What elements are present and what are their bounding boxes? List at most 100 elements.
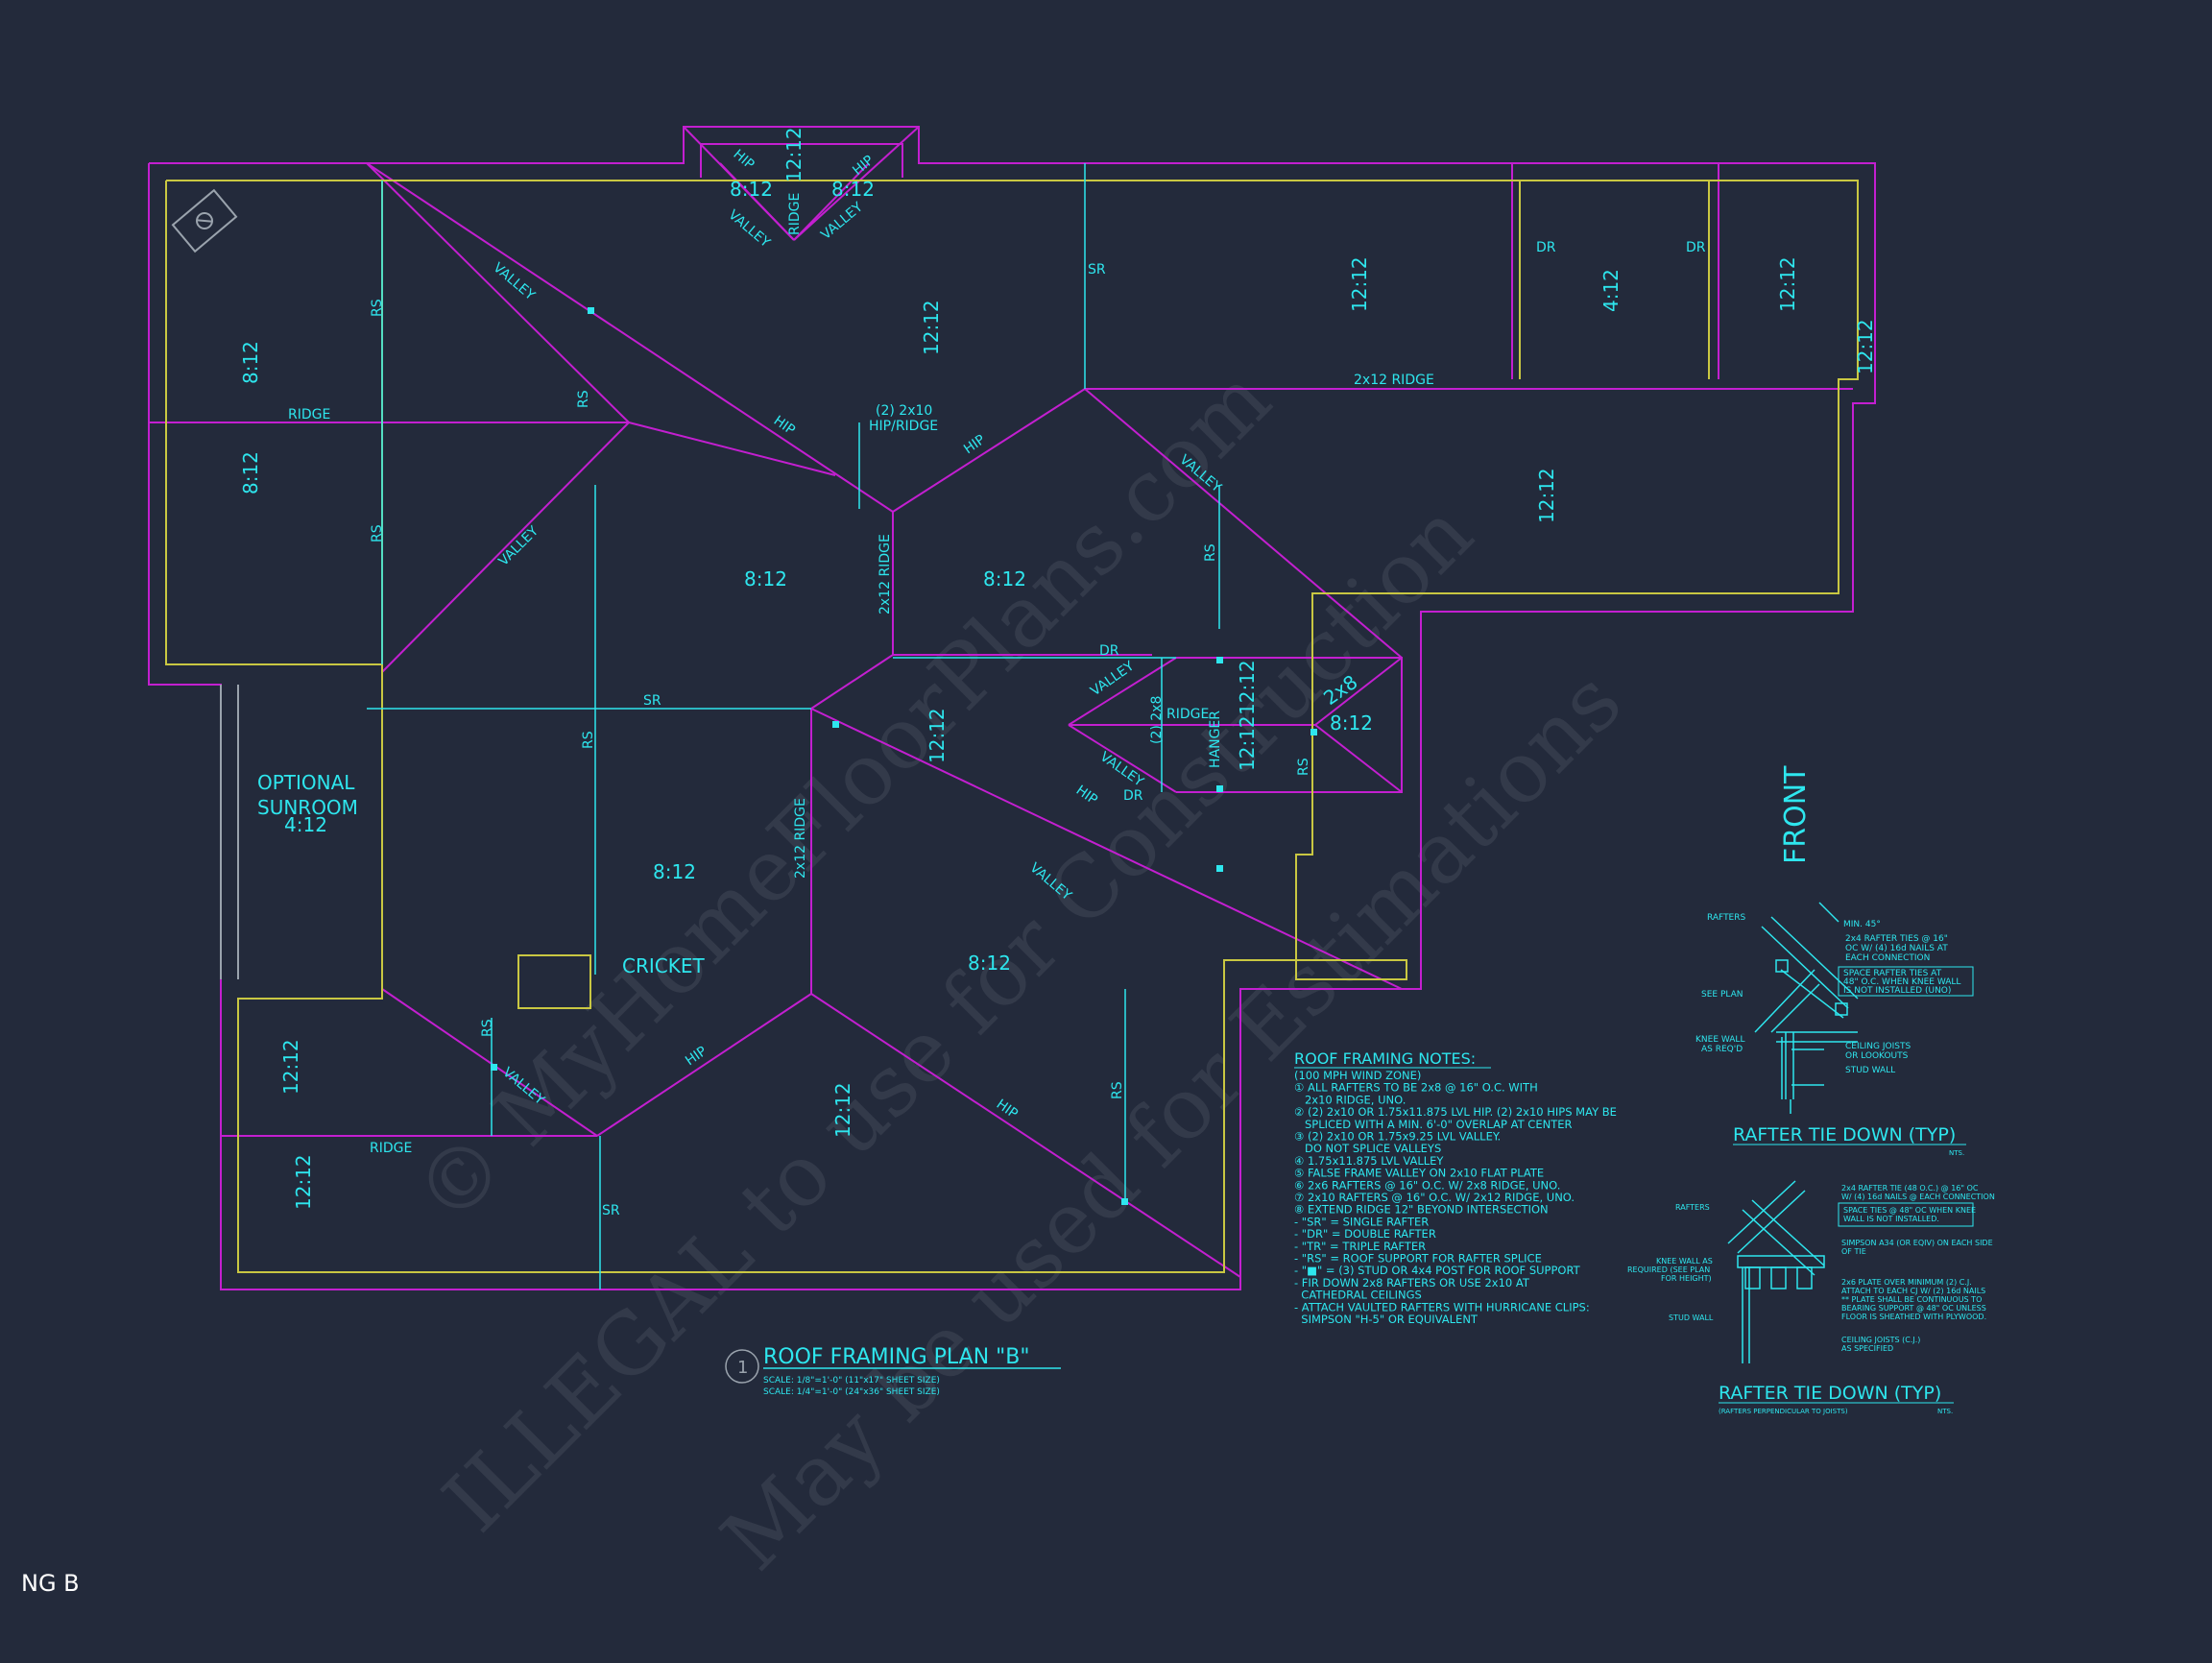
d2-knee-3: FOR HEIGHT) xyxy=(1661,1274,1712,1283)
notes-line: ⑧ EXTEND RIDGE 12" BEYOND INTERSECTION xyxy=(1294,1203,1549,1217)
valley-right xyxy=(1084,388,1403,659)
pitch: 8:12 xyxy=(968,952,1011,975)
pitch: 12:12 xyxy=(1776,256,1799,312)
notes-line: - "RS" = ROOF SUPPORT FOR RAFTER SPLICE xyxy=(1294,1252,1542,1265)
d1-rafters: RAFTERS xyxy=(1707,913,1746,923)
plan-scale-2: SCALE: 1/4"=1'-0" (24"x36" SHEET SIZE) xyxy=(763,1387,940,1397)
plan-title: ROOF FRAMING PLAN "B" xyxy=(763,1345,1030,1369)
sunroom-label-1: OPTIONAL xyxy=(257,771,355,794)
d2-plate-1: 2x6 PLATE OVER MINIMUM (2) C.J. xyxy=(1841,1278,1972,1287)
pitch: 12:12 xyxy=(1348,256,1371,312)
room-labels: OPTIONAL SUNROOM CRICKET xyxy=(257,771,705,977)
label-valley-2: VALLEY xyxy=(496,523,542,569)
pitch: 12:12 xyxy=(1535,468,1558,523)
pitch: 8:12 xyxy=(239,341,262,384)
pitch: 8:12 xyxy=(744,567,787,590)
label-valley-6: VALLEY xyxy=(1088,659,1138,700)
notes-line: ① ALL RAFTERS TO BE 2x8 @ 16" O.C. WITH xyxy=(1294,1081,1538,1095)
d2-plate-3: ** PLATE SHALL BE CONTINUOUS TO xyxy=(1841,1295,1982,1304)
label-rs-3: RS xyxy=(576,390,591,408)
d2-plate-5: FLOOR IS SHEATHED WITH PLYWOOD. xyxy=(1841,1313,1986,1321)
d1-see-plan: SEE PLAN xyxy=(1701,990,1743,1000)
sunroom-label-2: SUNROOM xyxy=(257,796,358,819)
roof-perimeter xyxy=(148,126,1876,1290)
d1-ties-3: EACH CONNECTION xyxy=(1845,953,1930,963)
d1-space-3: IS NOT INSTALLED (UNO) xyxy=(1843,986,1951,996)
pitch: 12:12 xyxy=(1236,660,1259,715)
pitch: 12:12 xyxy=(1236,715,1259,771)
d2-nts: NTS. xyxy=(1937,1408,1953,1415)
notes-line: - "SR" = SINGLE RAFTER xyxy=(1294,1215,1429,1228)
notes-line: ② (2) 2x10 OR 1.75x11.875 LVL HIP. (2) 2… xyxy=(1294,1105,1617,1119)
notes-line: ⑦ 2x10 RAFTERS @ 16" O.C. W/ 2x12 RIDGE,… xyxy=(1294,1191,1575,1204)
bay-hip-r xyxy=(793,126,920,241)
porch-hip-2 xyxy=(1314,724,1403,793)
label-rs-5: RS xyxy=(1203,543,1218,562)
hip-upper xyxy=(628,422,836,476)
plan-title-block: 1 ROOF FRAMING PLAN "B" SCALE: 1/8"=1'-0… xyxy=(725,1345,1061,1397)
detail-rafter-tie-1: RAFTERS MIN. 45° 2x4 RAFTER TIES @ 16" O… xyxy=(1695,902,1974,1157)
pitch: 12:12 xyxy=(926,708,949,763)
label-ridge-porch: RIDGE xyxy=(1166,707,1209,722)
framing-lines xyxy=(367,163,1220,1289)
label-dr-4: DR xyxy=(1686,240,1706,255)
label-hanger: HANGER xyxy=(1208,711,1223,768)
roof-outline xyxy=(148,126,1876,1290)
pitch: 12:12 xyxy=(920,300,943,355)
label-sr-bottom: SR xyxy=(602,1203,620,1218)
d2-space-2: WALL IS NOT INSTALLED. xyxy=(1843,1215,1939,1223)
pitch: 8:12 xyxy=(730,178,773,201)
d1-title: RAFTER TIE DOWN (TYP) xyxy=(1733,1124,1956,1145)
label-bay-hip-r: HIP xyxy=(850,153,877,179)
d2-plate-2: ATTACH TO EACH CJ W/ (2) 16d NAILS xyxy=(1841,1287,1985,1295)
label-bay-valley-r: VALLEY xyxy=(818,200,866,243)
d2-plate-4: BEARING SUPPORT @ 48" OC UNLESS xyxy=(1841,1304,1986,1313)
label-rs-7: RS xyxy=(480,1019,495,1037)
pitch: 8:12 xyxy=(653,860,696,883)
d2-ceiling-2: AS SPECIFIED xyxy=(1841,1344,1893,1353)
porch-valley-2 xyxy=(1068,724,1177,793)
label-2x12-ridge-v1: 2x12 RIDGE xyxy=(878,534,893,615)
valley-tl-2 xyxy=(381,422,630,673)
d1-knee-2: AS REQ'D xyxy=(1701,1045,1743,1054)
d1-knee-1: KNEE WALL xyxy=(1695,1035,1744,1045)
label-bay-valley-l: VALLEY xyxy=(725,207,773,251)
bay-valley-r xyxy=(793,162,870,241)
hip-lower-l xyxy=(596,993,812,1137)
pitch: 12:12 xyxy=(292,1154,315,1210)
d1-ceiling-2: OR LOOKOUTS xyxy=(1845,1051,1909,1061)
valley-tl xyxy=(366,162,630,423)
d2-knee-1: KNEE WALL AS xyxy=(1656,1257,1713,1265)
d2-simpson-1: SIMPSON A34 (OR EQIV) ON EACH SIDE xyxy=(1841,1239,1993,1247)
pitch: 4:12 xyxy=(284,813,327,836)
label-rs-8: RS xyxy=(1296,758,1311,776)
cricket-box xyxy=(517,954,591,1009)
sunroom-walls xyxy=(220,685,239,979)
d1-ties-2: OC W/ (4) 16d NAILS AT xyxy=(1845,944,1948,953)
pitch: 8:12 xyxy=(1330,711,1373,735)
ridge-center-hip xyxy=(892,388,1086,513)
label-dr-2: DR xyxy=(1123,788,1143,804)
roof-framing-notes: ROOF FRAMING NOTES: (100 MPH WIND ZONE)①… xyxy=(1294,1049,1617,1326)
pitch: 8:12 xyxy=(983,567,1026,590)
roof-vent-icon xyxy=(171,188,238,253)
d1-nts: NTS. xyxy=(1949,1149,1964,1157)
cricket-label: CRICKET xyxy=(622,954,705,977)
notes-line: - "DR" = DOUBLE RAFTER xyxy=(1294,1227,1436,1241)
hip-2 xyxy=(810,654,894,710)
pitch: 4:12 xyxy=(1599,269,1623,312)
label-rs-6: RS xyxy=(1110,1081,1125,1099)
pitch: 12:12 xyxy=(782,127,805,182)
label-hip-5: HIP xyxy=(1073,783,1100,807)
d2-tie-2: W/ (4) 16d NAILS @ EACH CONNECTION xyxy=(1841,1193,1995,1201)
bay-valley-l xyxy=(719,162,795,241)
notes-line: - ATTACH VAULTED RAFTERS WITH HURRICANE … xyxy=(1294,1300,1590,1314)
front-label: FRONT xyxy=(1779,765,1813,864)
notes-line: ③ (2) 2x10 OR 1.75x9.25 LVL VALLEY. xyxy=(1294,1130,1501,1144)
post xyxy=(588,307,594,314)
notes-line: SIMPSON "H-5" OR EQUIVALENT xyxy=(1294,1313,1479,1326)
label-rs-4: RS xyxy=(581,731,596,749)
d2-simpson-2: OF TIE xyxy=(1841,1247,1866,1256)
porch-valley-1 xyxy=(1068,657,1177,726)
